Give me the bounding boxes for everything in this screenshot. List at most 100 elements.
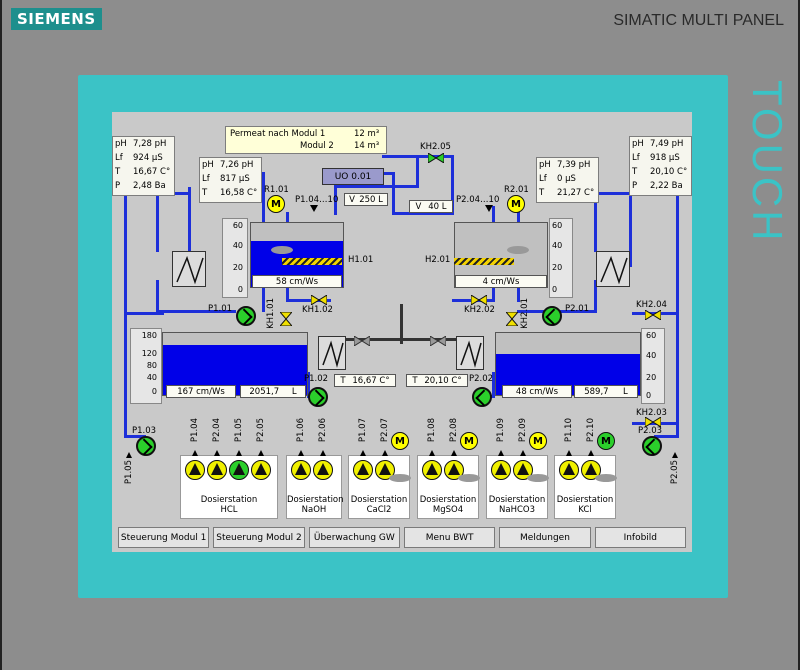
p104-10-label: P1.04…10 — [295, 195, 339, 205]
dosing-station-title: Dosierstation — [287, 495, 344, 505]
dosing-pump-icon[interactable] — [185, 460, 205, 480]
valve-mid-right-icon[interactable] — [430, 336, 446, 346]
dosing-pump-label: P1.10 — [564, 418, 574, 443]
dosing-station-title: Dosierstation — [200, 495, 258, 505]
flow-bottom-left: 167 cm/Ws — [166, 385, 236, 398]
mixer-agitator-icon — [389, 474, 411, 482]
dosing-pump-label: P2.07 — [380, 418, 390, 443]
heat-exchanger-mid-right-icon — [456, 336, 484, 370]
dosing-pump-label: P1.06 — [296, 418, 306, 443]
valve-kh201-icon[interactable] — [506, 312, 518, 326]
p203-label: P2.03 — [638, 426, 663, 436]
dosing-pump-icon[interactable] — [313, 460, 333, 480]
kh204-label: KH2.04 — [636, 300, 667, 310]
r201-label: R2.01 — [504, 185, 529, 195]
mixer-agitator-icon — [458, 474, 480, 482]
valve-mid-left-icon[interactable] — [354, 336, 370, 346]
p204-10-label: P2.04…10 — [456, 195, 500, 205]
nav-bar: Steuerung Modul 1 Steuerung Modul 2 Über… — [118, 527, 686, 548]
nav-menu-bwt[interactable]: Menu BWT — [403, 527, 496, 548]
heat-exchanger-right-icon — [596, 251, 630, 287]
dosing-pump-label: P1.09 — [496, 418, 506, 443]
dosing-station-title: Dosierstation — [350, 495, 408, 505]
p205-label: P2.05 — [670, 460, 680, 485]
dosing-pump-icon[interactable] — [491, 460, 511, 480]
permeat-box: Permeat nach Modul 1 12 m³ Modul 2 14 m³ — [225, 126, 387, 154]
scale-top-right: 60 40 20 0 — [549, 218, 573, 298]
nav-ueberwachung-gw[interactable]: Überwachung GW — [308, 527, 400, 548]
r101-label: R1.01 — [264, 185, 289, 195]
flow-top-left: 58 cm/Ws — [252, 275, 342, 288]
siemens-logo: SIEMENS — [11, 8, 102, 30]
motor-r201-icon[interactable]: M — [507, 195, 525, 213]
dosing-pump-icon[interactable] — [251, 460, 271, 480]
kh205-label: KH2.05 — [420, 142, 451, 152]
flow-bottom-right: 48 cm/Ws — [502, 385, 572, 398]
dosing-pump-icon[interactable] — [207, 460, 227, 480]
agitator-left-icon — [271, 246, 293, 254]
uo-unit[interactable]: UO 0.01 — [322, 168, 384, 185]
scale-top-left: 60 40 20 0 — [222, 218, 248, 298]
valve-kh204-icon[interactable] — [645, 310, 661, 320]
mixer-motor-icon[interactable]: M — [391, 432, 409, 450]
h201-label: H2.01 — [425, 255, 451, 265]
h101-label: H1.01 — [348, 255, 374, 265]
p101-label: P1.01 — [208, 304, 233, 314]
dosing-pump-icon[interactable] — [229, 460, 249, 480]
p105-label: P1.05 — [124, 460, 134, 485]
dosing-pump-label: P2.08 — [449, 418, 459, 443]
dosing-pump-label: P1.04 — [190, 418, 200, 443]
dosing-pump-label: P2.10 — [586, 418, 596, 443]
dosing-pump-icon[interactable] — [353, 460, 373, 480]
dosing-pump-label: P1.08 — [427, 418, 437, 443]
p102-label: P1.02 — [304, 374, 329, 384]
pump-p102-icon[interactable] — [308, 387, 328, 407]
valve-kh202-icon[interactable] — [471, 295, 487, 305]
mixer-motor-icon[interactable]: M — [529, 432, 547, 450]
pump-p203-icon[interactable] — [642, 436, 662, 456]
kh102-label: KH1.02 — [302, 305, 333, 315]
dosing-pump-icon[interactable] — [422, 460, 442, 480]
pump-p103-icon[interactable] — [136, 436, 156, 456]
mixer-motor-icon[interactable]: M — [460, 432, 478, 450]
dosing-station-chemical: HCL — [220, 505, 238, 515]
dosing-pump-icon[interactable] — [291, 460, 311, 480]
mixer-agitator-icon — [595, 474, 617, 482]
motor-r101-icon[interactable]: M — [267, 195, 285, 213]
pump-p201-icon[interactable] — [542, 306, 562, 326]
flow-top-right: 4 cm/Ws — [455, 275, 547, 288]
valve-kh102-icon[interactable] — [311, 295, 327, 305]
dosing-pump-label: P2.06 — [318, 418, 328, 443]
nav-meldungen[interactable]: Meldungen — [499, 527, 591, 548]
scale-bottom-left: 180 120 80 40 0 — [130, 328, 162, 404]
pump-p101-icon[interactable] — [236, 306, 256, 326]
mixer-motor-icon[interactable]: M — [597, 432, 615, 450]
valve-kh101-icon[interactable] — [280, 312, 292, 326]
nav-infobild[interactable]: Infobild — [594, 527, 686, 548]
heat-exchanger-mid-left-icon — [318, 336, 346, 370]
nav-steuerung-modul-1[interactable]: Steuerung Modul 1 — [118, 527, 210, 548]
dosing-pump-label: P2.09 — [518, 418, 528, 443]
nav-steuerung-modul-2[interactable]: Steuerung Modul 2 — [213, 527, 305, 548]
valve-kh203-icon[interactable] — [645, 417, 661, 427]
dosing-pump-label: P2.04 — [212, 418, 222, 443]
pump-p202-icon[interactable] — [472, 387, 492, 407]
valve-kh205-icon[interactable] — [428, 153, 444, 163]
dosing-pump-icon[interactable] — [559, 460, 579, 480]
